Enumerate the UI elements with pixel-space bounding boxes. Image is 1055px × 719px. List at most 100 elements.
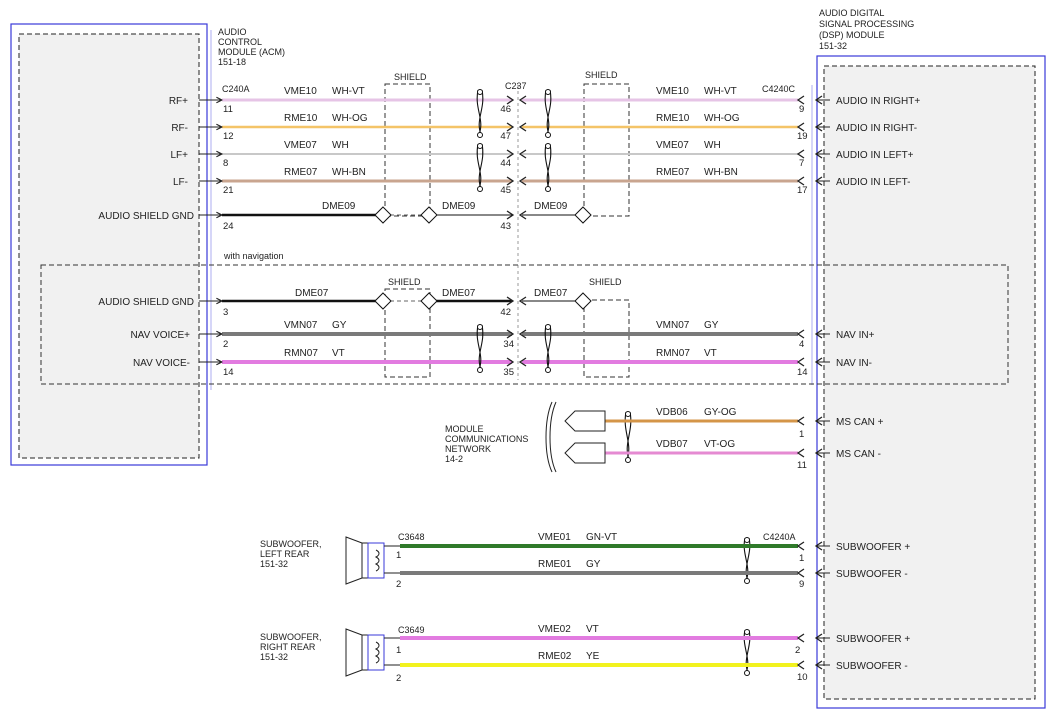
- wire-color: GY-OG: [704, 407, 737, 418]
- sub-left-pin-number: 1: [396, 550, 401, 561]
- acm-pin-name: NAV VOICE-: [133, 358, 190, 369]
- subwoofer-right-title: SUBWOOFER, RIGHT REAR 151-32: [260, 632, 324, 662]
- dsp-pin-name: SUBWOOFER -: [836, 569, 908, 580]
- acm-pin-number: 3: [223, 307, 228, 318]
- inline-pin-number: 34: [503, 339, 514, 350]
- acm-module-box: [10, 23, 208, 466]
- wire-circuit: VMN07: [284, 320, 318, 331]
- wire-color: WH-BN: [704, 167, 738, 178]
- wire-circuit: DME07: [442, 288, 476, 299]
- acm-connector-arrows: [199, 100, 222, 362]
- wire-dme09: [222, 206, 592, 224]
- acm-pin-number: 12: [223, 131, 234, 142]
- wire-color: WH: [332, 140, 349, 151]
- dsp-pin-number: 14: [797, 367, 808, 378]
- wire-color: WH-VT: [332, 86, 365, 97]
- inline-pin-number: 35: [503, 367, 514, 378]
- acm-pin-name: AUDIO SHIELD GND: [98, 211, 194, 222]
- acm-pin-names: RF+ RF- LF+ LF- AUDIO SHIELD GND AUDIO S…: [98, 96, 194, 369]
- network-connectors: [564, 410, 606, 464]
- acm-module-title: AUDIO CONTROL MODULE (ACM) 151-18: [218, 27, 288, 67]
- connector-inline: C237: [505, 81, 527, 91]
- wire-circuit: RME02: [538, 651, 572, 662]
- wire-color: YE: [586, 651, 600, 662]
- sub-left-pin-number: 2: [396, 579, 401, 590]
- dsp-module-title: AUDIO DIGITAL SIGNAL PROCESSING (DSP) MO…: [819, 8, 917, 51]
- acm-pin-name: LF+: [170, 150, 188, 161]
- connector-sub-right: C3649: [398, 625, 425, 635]
- shield-box: [384, 83, 431, 217]
- wire-circuit: DME07: [295, 288, 329, 299]
- wire-color: GY: [586, 559, 601, 570]
- dsp-pin-number: 19: [797, 131, 808, 142]
- dsp-pin-number: 9: [799, 579, 804, 590]
- wire-circuit: VME07: [656, 140, 689, 151]
- wire-circuit: RME01: [538, 559, 572, 570]
- wire-circuit: RME07: [284, 167, 318, 178]
- acm-pin-name: RF-: [171, 123, 188, 134]
- dsp-pin-number: 17: [797, 185, 808, 196]
- inline-pin-number: 44: [500, 158, 511, 169]
- dsp-pin-number: 1: [799, 429, 804, 440]
- acm-pin-number: 11: [223, 104, 233, 115]
- dsp-pin-number: 11: [797, 460, 807, 471]
- wire-color: WH-OG: [704, 113, 740, 124]
- network-title: MODULE COMMUNICATIONS NETWORK 14-2: [445, 424, 531, 464]
- subwoofer-left-title: SUBWOOFER, LEFT REAR 151-32: [260, 539, 324, 569]
- network-brace: [545, 401, 557, 473]
- dsp-pin-number: 1: [799, 553, 804, 564]
- dsp-pin-number: 4: [799, 339, 804, 350]
- inline-pin-number: 43: [500, 221, 511, 232]
- wire-circuit: VME10: [656, 86, 689, 97]
- dsp-pin-name: SUBWOOFER +: [836, 634, 910, 645]
- acm-pin-number: 21: [223, 185, 234, 196]
- acm-pin-number: 14: [223, 367, 234, 378]
- wire-color: GN-VT: [586, 532, 617, 543]
- wire-circuit: RMN07: [284, 348, 318, 359]
- wire-circuit: DME09: [534, 201, 568, 212]
- wire-circuit: VME01: [538, 532, 571, 543]
- with-navigation-label: with navigation: [223, 251, 284, 261]
- connector-dsp: C4240C: [762, 84, 796, 94]
- dsp-pin-name: SUBWOOFER -: [836, 661, 908, 672]
- sub-right-pin-number: 2: [396, 673, 401, 684]
- navigation-option-box: [40, 264, 1009, 385]
- wire-circuit: RMN07: [656, 348, 690, 359]
- wire-circuit: RME07: [656, 167, 690, 178]
- dsp-pin-number: 2: [795, 645, 800, 656]
- shield-label: SHIELD: [394, 72, 427, 82]
- wire-circuit: VDB06: [656, 407, 688, 418]
- inline-pin-number: 47: [500, 131, 511, 142]
- dsp-pin-names: AUDIO IN RIGHT+ AUDIO IN RIGHT- AUDIO IN…: [836, 96, 920, 672]
- wire-color: WH-VT: [704, 86, 737, 97]
- inline-pin-numbers: 46 47 44 45 43 42 34 35: [500, 104, 514, 378]
- subwoofer-pin-numbers: 1 2 1 2: [396, 550, 401, 684]
- dsp-module-box: [816, 55, 1046, 709]
- wire-color: GY: [704, 320, 719, 331]
- wire-circuit: RME10: [656, 113, 690, 124]
- subwoofer-left-icon: [345, 536, 400, 585]
- dsp-pin-name: AUDIO IN LEFT-: [836, 177, 910, 188]
- shield-box: [583, 83, 630, 217]
- wire-dme07: [222, 292, 592, 310]
- shield-box: [583, 299, 630, 378]
- wire-circuit: DME07: [534, 288, 568, 299]
- dsp-pin-name: NAV IN-: [836, 358, 872, 369]
- wire-color: VT: [586, 624, 599, 635]
- wire-color: WH-OG: [332, 113, 368, 124]
- inline-pin-number: 42: [500, 307, 511, 318]
- dsp-pin-number: 10: [797, 672, 808, 683]
- wire-circuit: VMN07: [656, 320, 690, 331]
- inline-pin-number: 45: [500, 185, 511, 196]
- connector-dsp-sub: C4240A: [763, 532, 796, 542]
- twist-rings: [477, 89, 750, 676]
- dsp-pin-name: MS CAN -: [836, 449, 881, 460]
- shield-label: SHIELD: [388, 277, 421, 287]
- wire-color: WH: [704, 140, 721, 151]
- acm-pin-name: RF+: [169, 96, 188, 107]
- dsp-pin-number: 7: [799, 158, 804, 169]
- sub-right-pin-number: 1: [396, 645, 401, 656]
- connector-sub-left: C3648: [398, 532, 425, 542]
- subwoofer-right-icon: [345, 628, 400, 677]
